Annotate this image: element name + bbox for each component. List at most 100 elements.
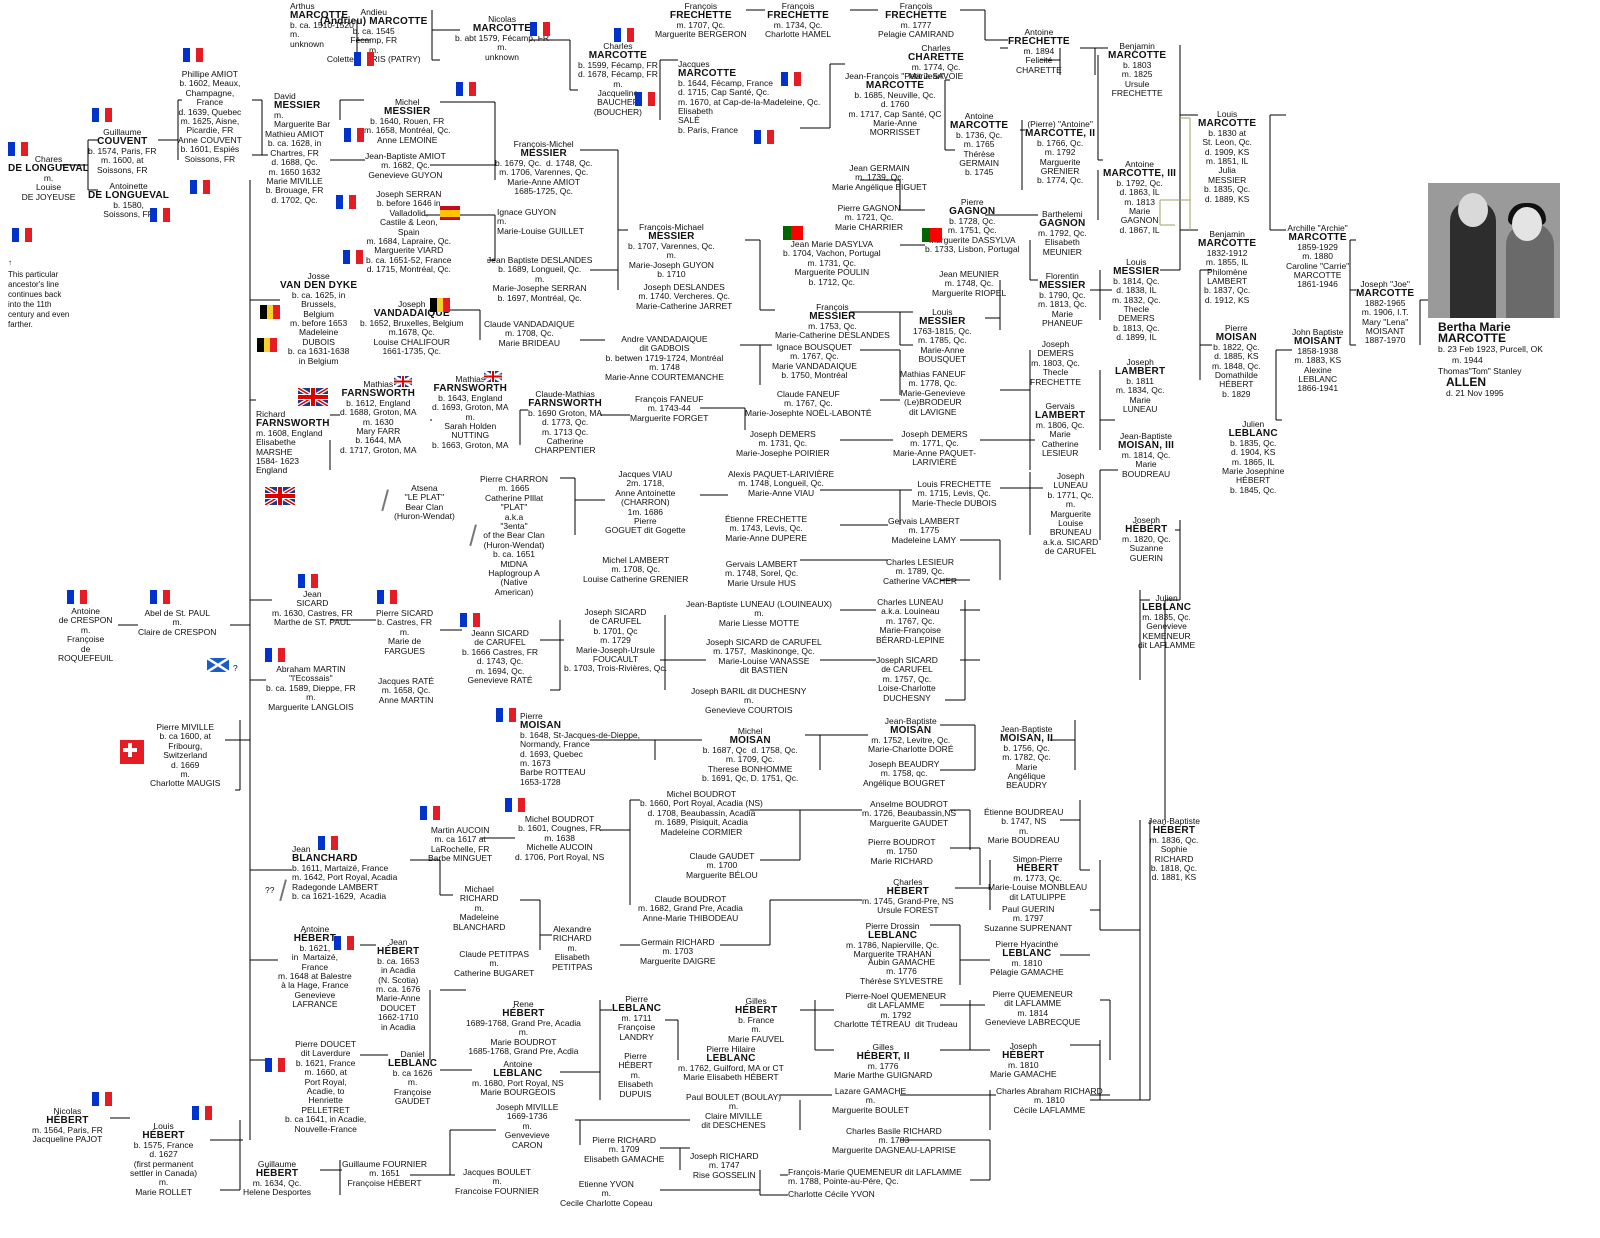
person-abraham_martin[interactable]: Abraham MARTIN"l'Ecossais"b. ca. 1589, D… <box>266 664 356 712</box>
person-charlotte_yvon[interactable]: Charlotte Cécile YVON <box>788 1189 875 1199</box>
person-jb_luneau[interactable]: Jean-Baptiste LUNEAU (LOUINEAUX)m.Marie … <box>686 599 832 628</box>
